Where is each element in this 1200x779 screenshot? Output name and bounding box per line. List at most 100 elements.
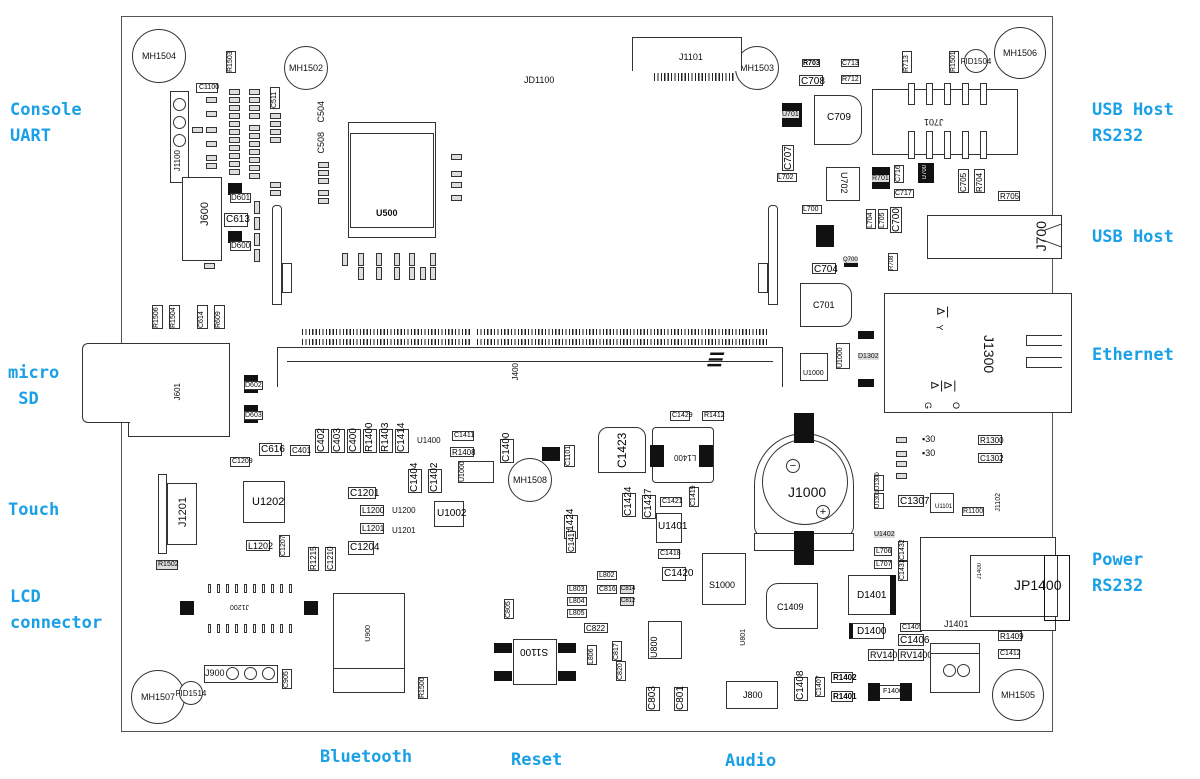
label-c705: C705 xyxy=(958,169,969,193)
label-c801: C801 xyxy=(674,686,688,711)
label-l706: L706 xyxy=(874,547,892,556)
label-r1215: R1215 xyxy=(308,546,319,571)
label-rv1401: RV1401 xyxy=(868,649,903,661)
jumper-jp1400 xyxy=(1044,555,1070,621)
label-c1209: C1209 xyxy=(230,457,253,467)
label-l803: L803 xyxy=(567,585,587,594)
label-r1502: R1502 xyxy=(156,560,179,570)
mounting-hole: MH1505 xyxy=(992,669,1044,721)
label-j700: J700 xyxy=(1033,221,1049,252)
label-c508: C508 xyxy=(316,132,326,154)
callout-power-rs232: Power RS232 xyxy=(1092,550,1144,596)
label-r713: R713 xyxy=(902,51,912,73)
label-c814: C814 xyxy=(620,585,636,594)
label-j1100: J1100 xyxy=(173,150,182,172)
connector-j1201-housing xyxy=(158,474,167,554)
label-r1100: R1100 xyxy=(962,507,985,516)
callout-usb-host-rs232: USB Host RS232 xyxy=(1092,100,1174,146)
callout-lcd-connector: LCD connector xyxy=(10,587,103,633)
label-r703: R703 xyxy=(802,59,820,67)
label-d1302: D1302 xyxy=(858,353,879,360)
label-c1418: C1418 xyxy=(658,549,681,559)
sodimm-latch-left xyxy=(272,205,282,305)
label-j701: J701 xyxy=(924,117,944,127)
label-c704: C704 xyxy=(812,263,838,275)
led-diode-pair-icon: ⊳|⊳| xyxy=(930,378,957,392)
sodimm-j400 xyxy=(277,347,783,387)
label-c701: C701 xyxy=(800,283,852,327)
callout-reset: Reset xyxy=(511,750,563,770)
plus-terminal-icon: + xyxy=(816,505,830,519)
label-l1202: L1202 xyxy=(246,540,274,551)
ethernet-jack-j1300 xyxy=(884,293,1072,413)
led-diode-icon: ⊳| xyxy=(936,304,950,318)
chip-u1202: U1202 xyxy=(243,481,285,523)
label-c1307: C1307 xyxy=(898,495,930,507)
label-c822: C822 xyxy=(584,623,608,633)
microsd-card-edge xyxy=(82,343,130,423)
label-c1405: C1405 xyxy=(900,623,923,632)
label-j1401: J1401 xyxy=(944,619,969,629)
label-c1423: C1423 xyxy=(598,427,646,473)
mounting-hole: MH1504 xyxy=(132,29,186,83)
label-c1424-b: C1424 xyxy=(622,486,636,517)
fiducial: FID1514 xyxy=(176,681,206,705)
audio-jack-j800: J800 xyxy=(726,681,778,709)
sodimm-latch-right xyxy=(768,205,778,305)
label-c403: C403 xyxy=(331,428,345,453)
label-c1101: C1101 xyxy=(564,445,575,467)
label-c1406: C1406 xyxy=(898,634,930,646)
diode-d1401: D1401 xyxy=(848,575,896,615)
label-l1200: L1200 xyxy=(360,505,385,516)
label-u1201: U1201 xyxy=(392,526,416,535)
callout-audio: Audio xyxy=(725,751,777,771)
label-c614: C614 xyxy=(197,305,208,329)
chip-u1401: U1401 xyxy=(656,513,687,543)
label-r705: R705 xyxy=(998,191,1020,201)
label-u1200: U1200 xyxy=(392,506,416,515)
label-j1102: J1102 xyxy=(995,493,1002,512)
label-l702: L702 xyxy=(777,173,797,182)
label-r1506: R1506 xyxy=(152,305,163,329)
callout-touch: Touch xyxy=(8,500,60,520)
label-c1400: C1400 xyxy=(500,432,514,463)
label-r1504: R1504 xyxy=(169,305,180,329)
label-u701: U701 xyxy=(782,111,799,118)
label-c816: C816 xyxy=(597,585,617,594)
label-c707: C707 xyxy=(782,145,794,171)
usb-host-connector-j700 xyxy=(927,215,1062,259)
label-c613: C613 xyxy=(224,213,250,227)
label-u900: U900 xyxy=(365,625,372,642)
label-j900: J900 xyxy=(205,668,225,678)
label-c400: C400 xyxy=(347,428,361,453)
label-c1420: C1420 xyxy=(662,567,694,581)
label-d601: D601 xyxy=(230,193,252,203)
switch-s1000: S1000 xyxy=(702,553,746,605)
label-l1400: L1400 xyxy=(674,453,697,462)
label-u700: U700 xyxy=(922,165,928,180)
label-r1503: R1503 xyxy=(226,51,236,73)
chip-u702: U702 xyxy=(826,167,860,201)
label-j1101: J1101 xyxy=(679,52,703,62)
label-r704: R704 xyxy=(974,169,985,193)
label-jd1100: JD1100 xyxy=(524,75,555,85)
minus-terminal-icon: − xyxy=(786,459,800,473)
label-l802: L802 xyxy=(597,571,617,580)
connector-j1101-body xyxy=(632,37,742,71)
label-u702: U702 xyxy=(839,172,849,194)
label-r712: R712 xyxy=(841,75,861,84)
label-c401: C401 xyxy=(290,445,312,456)
mounting-hole: MH1508 xyxy=(508,458,552,502)
label-r1409: R1409 xyxy=(998,631,1024,641)
label-c709: C709 xyxy=(814,95,862,145)
connector-j600 xyxy=(182,177,222,261)
label-r1412: R1412 xyxy=(702,411,725,421)
label-c1407: C1407 xyxy=(815,675,825,697)
callout-ethernet: Ethernet xyxy=(1092,345,1174,365)
reset-switch-s1100: S1100 xyxy=(513,639,557,685)
label-r1500: R1500 xyxy=(418,677,428,699)
label-d603: D603 xyxy=(244,411,263,420)
label-rv1400: RV1400 xyxy=(898,649,933,661)
callout-bluetooth: Bluetooth xyxy=(320,747,413,767)
label-c708: C708 xyxy=(799,75,825,87)
